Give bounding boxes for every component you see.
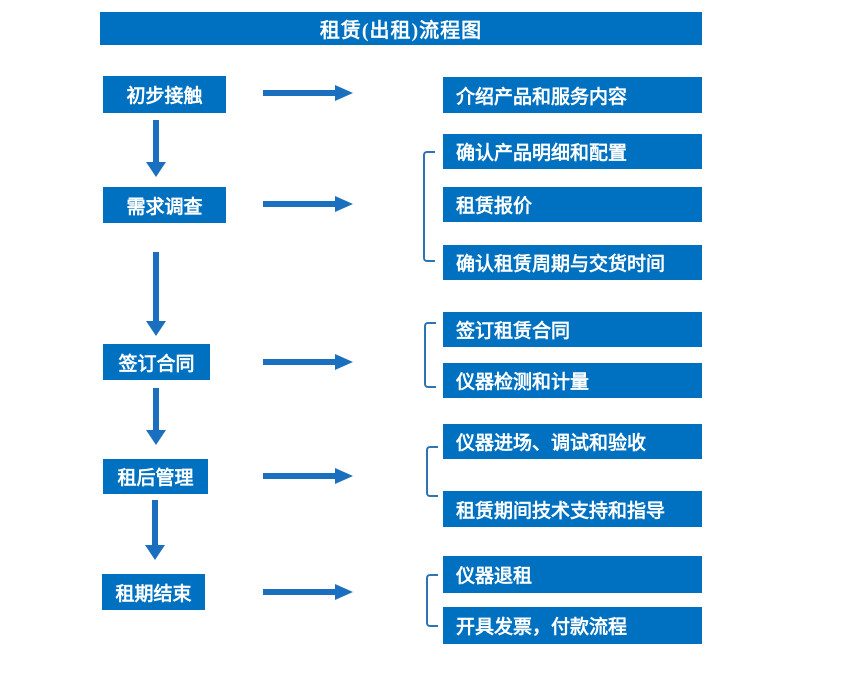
right-arrow-1 xyxy=(263,85,353,101)
detail-box-confirm-period-delivery: 确认租赁周期与交货时间 xyxy=(443,245,702,280)
detail-box-confirm-product-config: 确认产品明细和配置 xyxy=(443,134,702,169)
down-arrow-2 xyxy=(146,252,166,336)
arrow-shaft xyxy=(263,359,337,365)
arrow-shaft xyxy=(263,90,337,96)
step-box-post-rental-management: 租后管理 xyxy=(103,459,208,494)
arrow-shaft xyxy=(153,252,159,321)
arrow-shaft xyxy=(153,388,159,430)
right-arrow-2 xyxy=(263,196,353,212)
arrow-head xyxy=(146,162,166,177)
arrow-head xyxy=(145,545,165,560)
arrow-head xyxy=(146,430,166,445)
detail-box-introduce-products: 介绍产品和服务内容 xyxy=(443,77,702,113)
step-box-sign-contract: 签订合同 xyxy=(103,344,210,380)
detail-box-invoice-payment: 开具发票，付款流程 xyxy=(443,607,702,644)
down-arrow-3 xyxy=(146,388,166,445)
detail-box-instrument-setup: 仪器进场、调试和验收 xyxy=(443,424,702,459)
arrow-shaft xyxy=(263,201,337,207)
step-box-initial-contact: 初步接触 xyxy=(103,76,226,113)
right-arrow-4 xyxy=(263,468,353,484)
arrow-shaft xyxy=(152,500,158,545)
arrow-shaft xyxy=(263,589,337,595)
right-arrow-5 xyxy=(263,584,353,600)
arrow-shaft xyxy=(263,473,337,479)
bracket-rental-end xyxy=(426,574,438,627)
arrow-head xyxy=(335,196,353,212)
step-box-rental-end: 租期结束 xyxy=(102,574,205,610)
arrow-head xyxy=(146,321,166,336)
bracket-post-rental xyxy=(426,446,438,497)
detail-box-instrument-testing: 仪器检测和计量 xyxy=(443,363,702,398)
detail-box-instrument-return: 仪器退租 xyxy=(443,556,702,593)
detail-box-sign-rental-contract: 签订租赁合同 xyxy=(443,312,702,347)
arrow-head xyxy=(335,468,353,484)
step-box-demand-survey: 需求调查 xyxy=(103,187,226,223)
right-arrow-3 xyxy=(263,354,353,370)
detail-box-rental-quote: 租赁报价 xyxy=(443,187,702,222)
arrow-shaft xyxy=(153,120,159,162)
down-arrow-4 xyxy=(145,500,165,560)
detail-box-tech-support: 租赁期间技术支持和指导 xyxy=(443,491,702,527)
arrow-head xyxy=(335,354,353,370)
down-arrow-1 xyxy=(146,120,166,177)
arrow-head xyxy=(335,584,353,600)
bracket-sign-contract xyxy=(424,322,436,388)
bracket-demand-survey xyxy=(423,151,435,262)
flowchart-title: 租赁(出租)流程图 xyxy=(100,12,702,45)
arrow-head xyxy=(335,85,353,101)
